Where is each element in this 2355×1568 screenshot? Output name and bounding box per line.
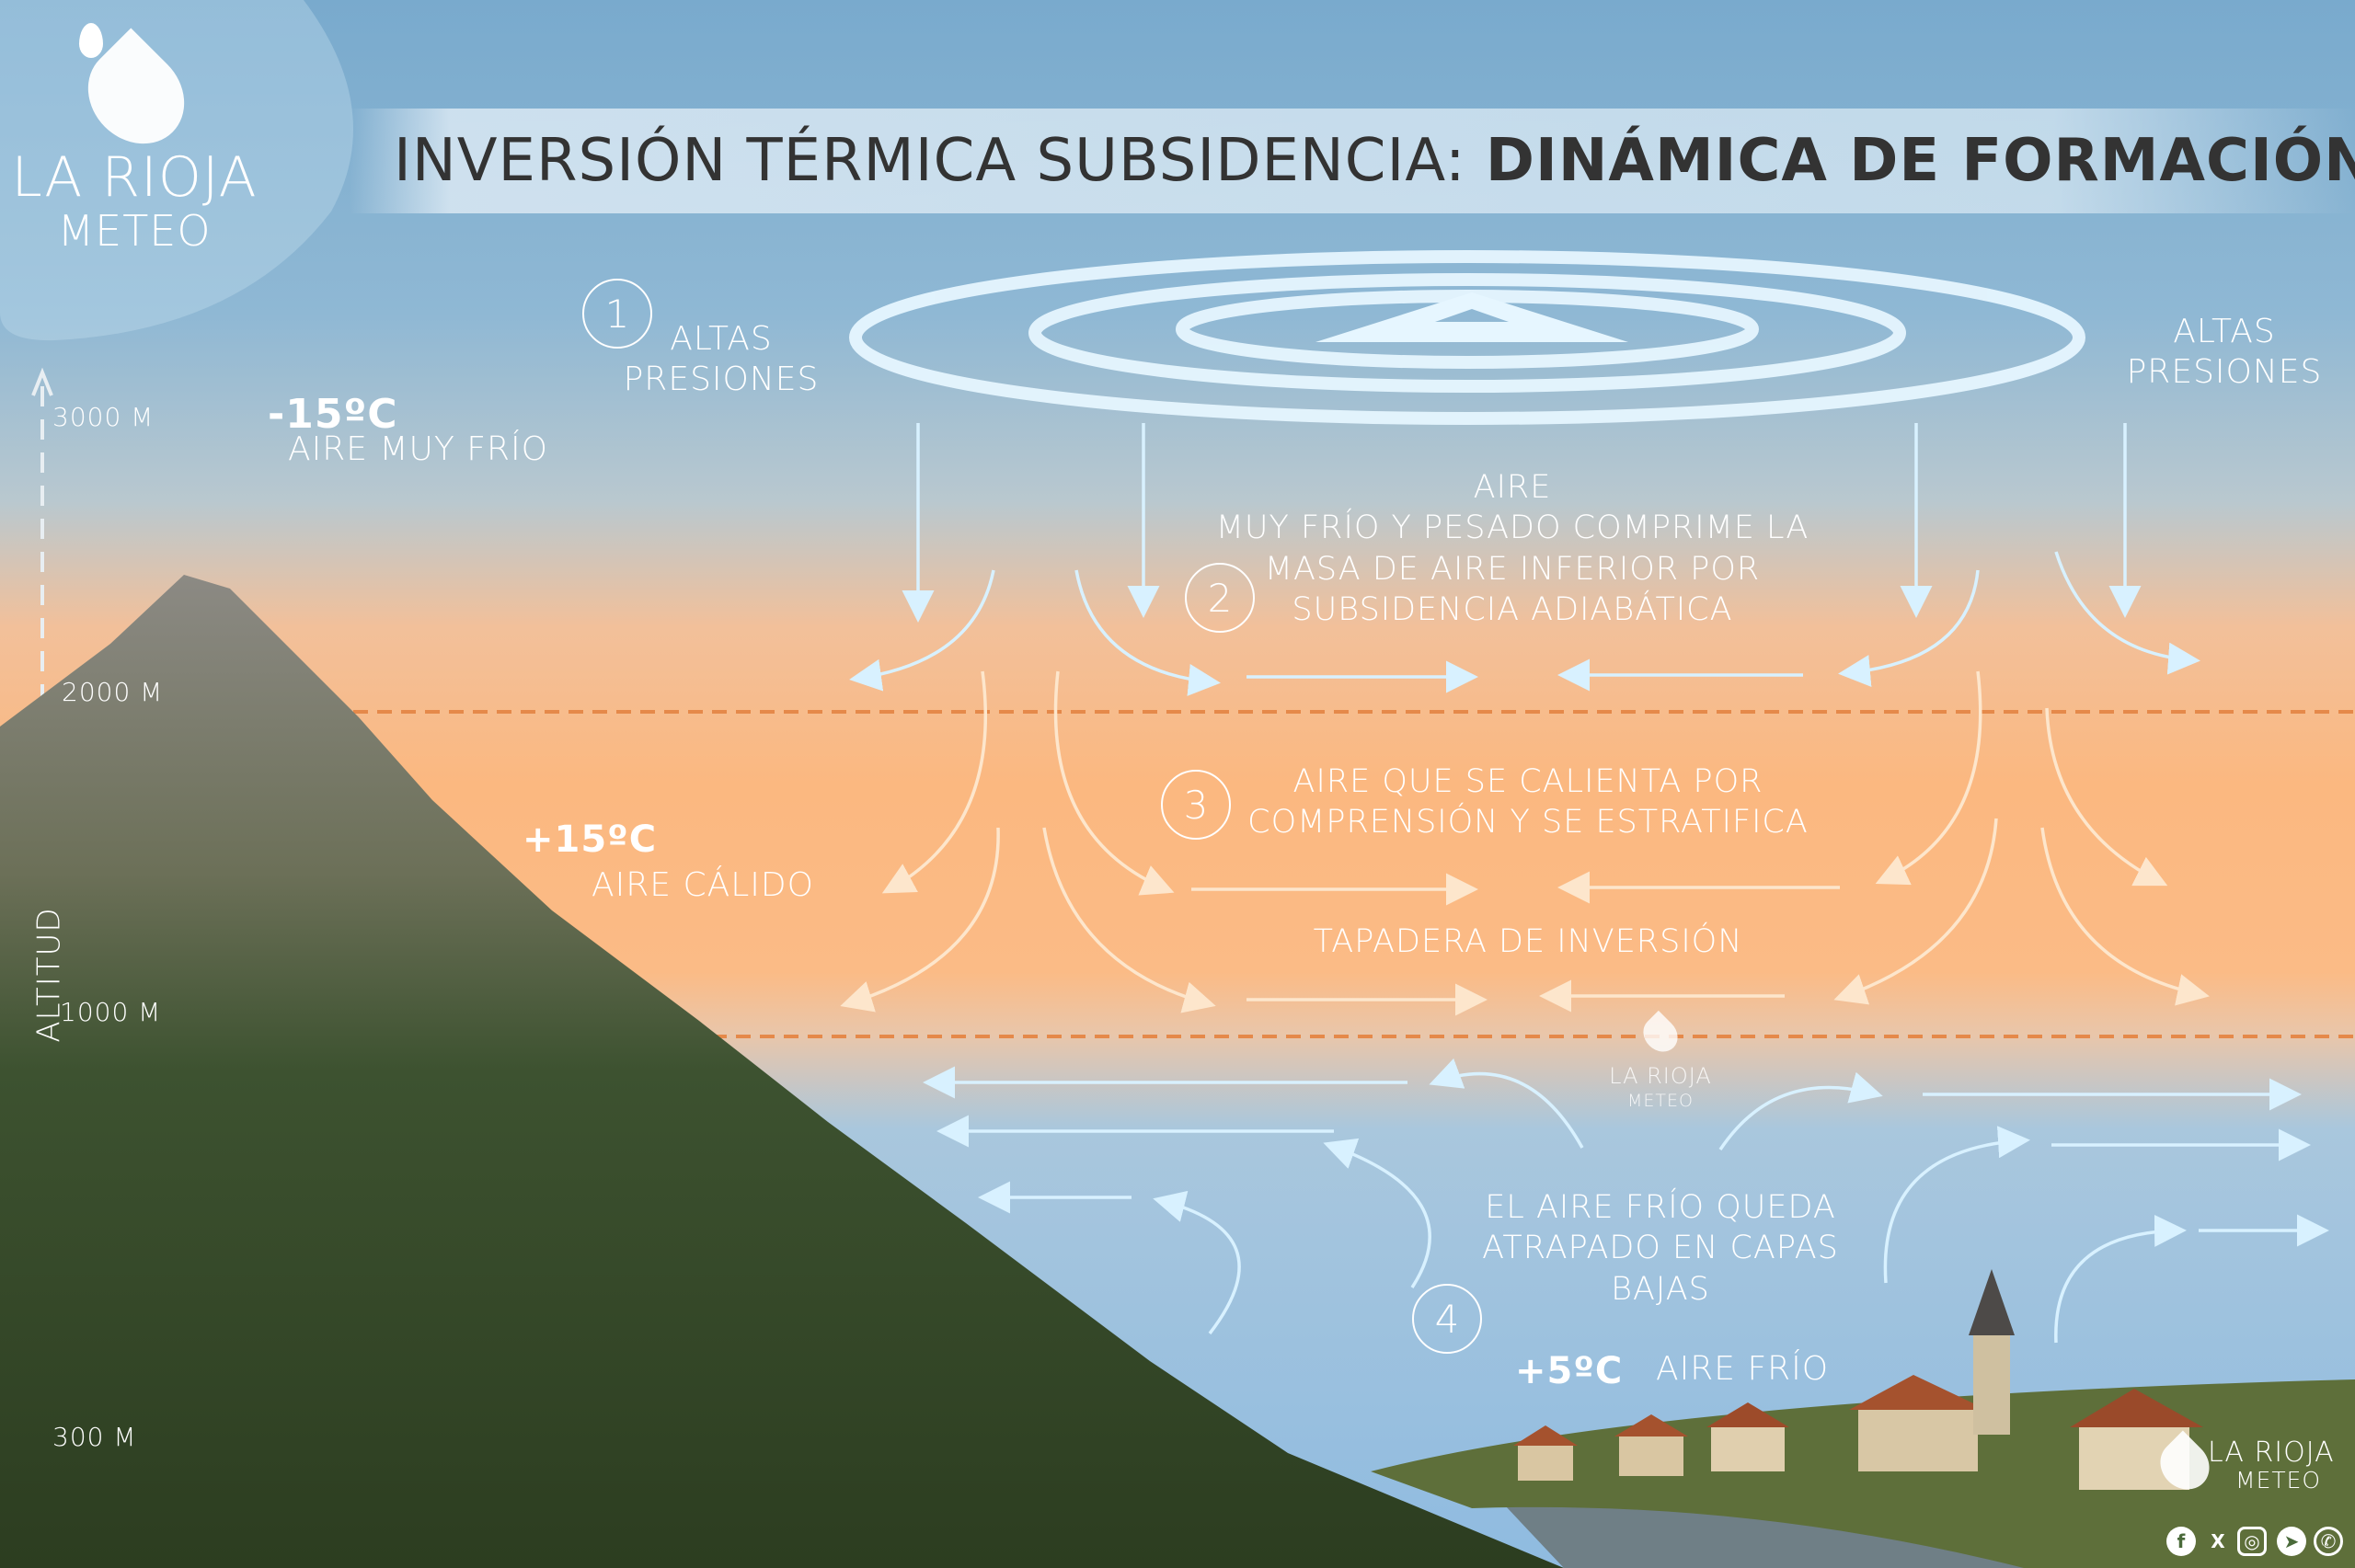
mountain bbox=[0, 575, 1564, 1568]
high-pressure-right-line2: PRESIONES bbox=[2126, 353, 2323, 391]
middle-temp-label: AIRE CÁLIDO bbox=[592, 866, 814, 904]
warm-arrows bbox=[840, 670, 2210, 1016]
inversion-lid-label: TAPADERA DE INVERSIÓN bbox=[1313, 923, 1743, 960]
tick-2000: 2000 M bbox=[62, 677, 164, 707]
footer-logo-line2: METEO bbox=[2235, 1467, 2322, 1494]
village bbox=[1371, 1269, 2355, 1568]
x-icon[interactable]: X bbox=[2211, 1530, 2225, 1552]
logo-line1: LA RIOJA bbox=[11, 145, 258, 210]
tick-1000: 1000 M bbox=[60, 997, 162, 1027]
watermark-line2: METEO bbox=[1627, 1091, 1694, 1111]
title-regular: INVERSIÓN TÉRMICA SUBSIDENCIA: bbox=[394, 127, 1486, 195]
step-3-line1: AIRE QUE SE CALIENTA POR bbox=[1292, 763, 1763, 800]
middle-temp: +15ºC bbox=[523, 818, 658, 861]
tick-3000: 3000 M bbox=[52, 402, 155, 432]
tick-300: 300 M bbox=[52, 1422, 137, 1452]
high-pressure-left-line1: ALTAS bbox=[670, 320, 773, 358]
title-bold: DINÁMICA DE FORMACIÓN bbox=[1485, 127, 2355, 195]
page-title: INVERSIÓN TÉRMICA SUBSIDENCIA: DINÁMICA … bbox=[394, 127, 2355, 195]
instagram-icon[interactable]: ◎ bbox=[2237, 1527, 2267, 1556]
title-bar bbox=[350, 109, 2355, 213]
step-4-line1: EL AIRE FRÍO QUEDA bbox=[1485, 1189, 1836, 1226]
step-1-badge: 1 bbox=[582, 279, 652, 349]
lower-temp: +5ºC bbox=[1515, 1350, 1624, 1392]
logo-line2: METEO bbox=[57, 206, 212, 256]
step-4-line3: BAJAS bbox=[1611, 1271, 1710, 1308]
cold-arrows bbox=[849, 423, 2200, 696]
high-pressure-right-line1: ALTAS bbox=[2173, 313, 2276, 350]
telegram-icon[interactable]: ➤ bbox=[2277, 1527, 2306, 1556]
step-2-line3: MASA DE AIRE INFERIOR POR bbox=[1264, 551, 1761, 588]
step-2-badge: 2 bbox=[1185, 563, 1255, 633]
step-2-line2: MUY FRÍO Y PESADO COMPRIME LA bbox=[1215, 509, 1809, 546]
logo-drop-icon bbox=[79, 23, 103, 58]
upper-temp: -15ºC bbox=[268, 391, 398, 438]
lower-temp-label: AIRE FRÍO bbox=[1656, 1350, 1830, 1388]
step-4-line2: ATRAPADO EN CAPAS bbox=[1482, 1230, 1839, 1266]
step-3-line2: COMPRENSIÓN Y SE ESTRATIFICA bbox=[1247, 804, 1809, 841]
step-2-line1: AIRE bbox=[1473, 469, 1552, 506]
high-pressure-a bbox=[1315, 292, 1628, 342]
footer-logo-line1: LA RIOJA bbox=[2208, 1436, 2335, 1469]
upper-temp-label: AIRE MUY FRÍO bbox=[288, 430, 548, 468]
trapped-air-arrows bbox=[923, 1058, 2329, 1344]
watermark-line1: LA RIOJA bbox=[1609, 1063, 1712, 1089]
step-3-badge: 3 bbox=[1161, 770, 1231, 840]
high-pressure-left-line2: PRESIONES bbox=[623, 361, 820, 398]
step-4-badge: 4 bbox=[1412, 1284, 1482, 1354]
facebook-icon[interactable]: f bbox=[2166, 1527, 2196, 1556]
whatsapp-icon[interactable]: ✆ bbox=[2314, 1527, 2343, 1556]
step-2-line4: SUBSIDENCIA ADIABÁTICA bbox=[1292, 591, 1733, 628]
high-pressure-rings bbox=[849, 250, 2085, 425]
